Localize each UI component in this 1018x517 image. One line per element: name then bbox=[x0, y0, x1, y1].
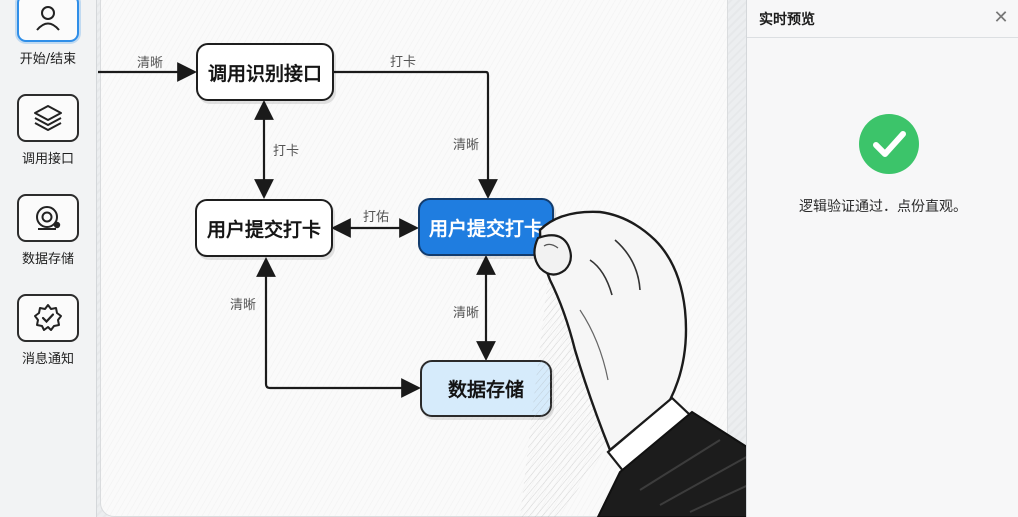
node-user-submit[interactable]: 用户提交打卡 bbox=[195, 199, 333, 257]
preview-panel: 实时预览 ✕ 逻辑验证通过．点份直观。 bbox=[746, 0, 1018, 517]
tool-notify[interactable]: 消息通知 bbox=[6, 294, 90, 367]
edge-label-submit-to-store: 清晰 bbox=[230, 298, 257, 313]
tool-box-data-store[interactable] bbox=[17, 194, 79, 242]
check-circle-icon bbox=[857, 112, 921, 176]
close-icon[interactable]: ✕ bbox=[993, 7, 1009, 28]
node-user-submit-selected[interactable]: 用户提交打卡 bbox=[418, 198, 554, 256]
tool-label-data-store: 数据存储 bbox=[21, 252, 74, 267]
diagram-canvas[interactable] bbox=[100, 0, 728, 517]
tool-data-store[interactable]: 数据存储 bbox=[6, 194, 90, 267]
edge-label-selected-to-store: 清晰 bbox=[453, 306, 480, 321]
tool-start-end[interactable]: 开始/结束 bbox=[6, 0, 90, 67]
tool-box-notify[interactable] bbox=[17, 294, 79, 342]
layers-icon bbox=[34, 105, 62, 131]
validation-message: 逻辑验证通过．点份直观。 bbox=[799, 199, 967, 215]
preview-title: 实时预览 bbox=[759, 12, 815, 28]
edge-label-api-to-selected-top: 打卡 bbox=[390, 55, 417, 70]
tool-box-call-api[interactable] bbox=[17, 94, 79, 142]
edge-label-submit-to-selected: 打佑 bbox=[363, 210, 390, 225]
shape-toolbar: 开始/结束 调用接口 数据存储 bbox=[0, 0, 97, 517]
tool-label-call-api: 调用接口 bbox=[21, 152, 74, 167]
gear-badge-icon bbox=[34, 304, 62, 331]
node-call-api[interactable]: 调用识别接口 bbox=[196, 43, 334, 101]
user-icon bbox=[36, 6, 60, 31]
tool-label-start-end: 开始/结束 bbox=[19, 52, 77, 67]
tool-label-notify: 消息通知 bbox=[21, 352, 74, 367]
edge-label-start-to-api: 清晰 bbox=[137, 56, 164, 71]
preview-header: 实时预览 ✕ bbox=[747, 0, 1018, 38]
edge-label-api-to-submit: 打卡 bbox=[273, 144, 300, 159]
edge-label-api-to-selected-side: 清晰 bbox=[453, 138, 480, 153]
node-data-store[interactable]: 数据存储 bbox=[420, 360, 552, 417]
tool-box-start-end[interactable] bbox=[17, 0, 79, 42]
database-camera-icon bbox=[36, 206, 61, 230]
tool-call-api[interactable]: 调用接口 bbox=[6, 94, 90, 167]
